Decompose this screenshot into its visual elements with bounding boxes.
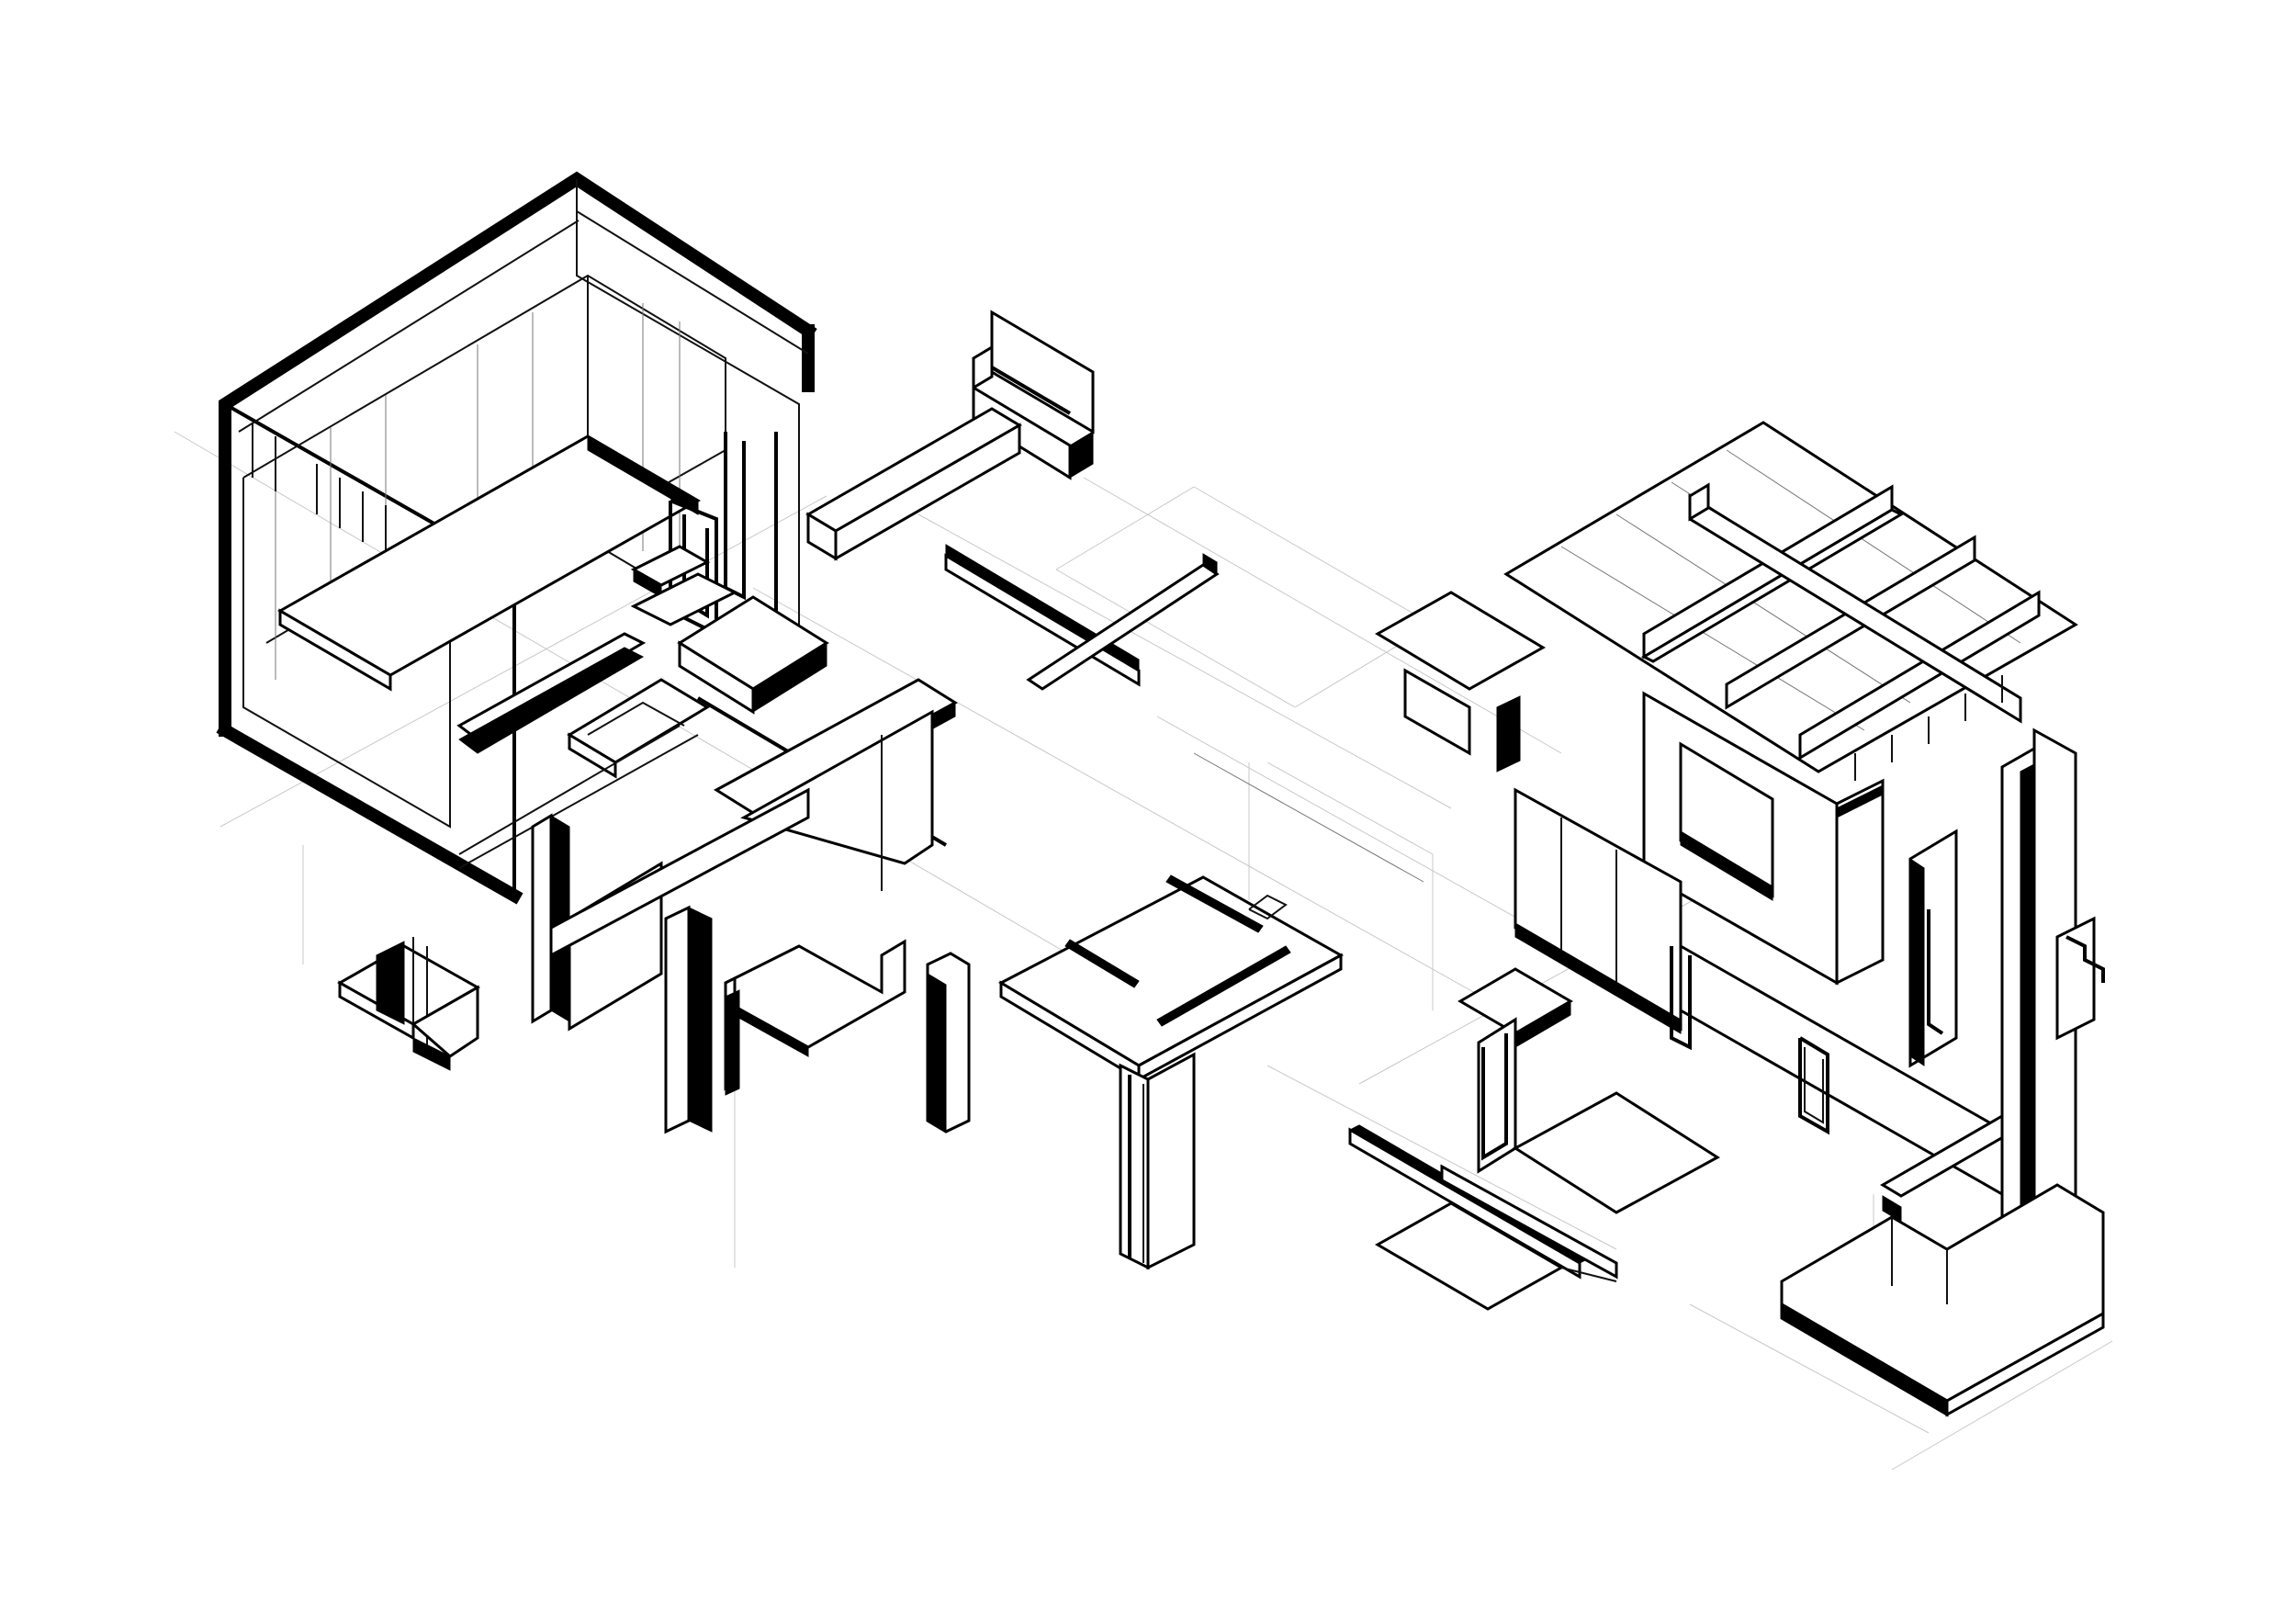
upper-center-block [805, 310, 1095, 561]
left-lower-pieces [336, 787, 971, 1134]
right-center-stairs [1348, 967, 1720, 1311]
right-lower-platform [1780, 1183, 2105, 1417]
left-box-volume [216, 171, 817, 905]
cross-beam [944, 544, 1220, 691]
right-roof-assembly [1503, 421, 2078, 781]
center-table [997, 874, 1345, 1270]
center-floating-plate [1193, 591, 1546, 920]
